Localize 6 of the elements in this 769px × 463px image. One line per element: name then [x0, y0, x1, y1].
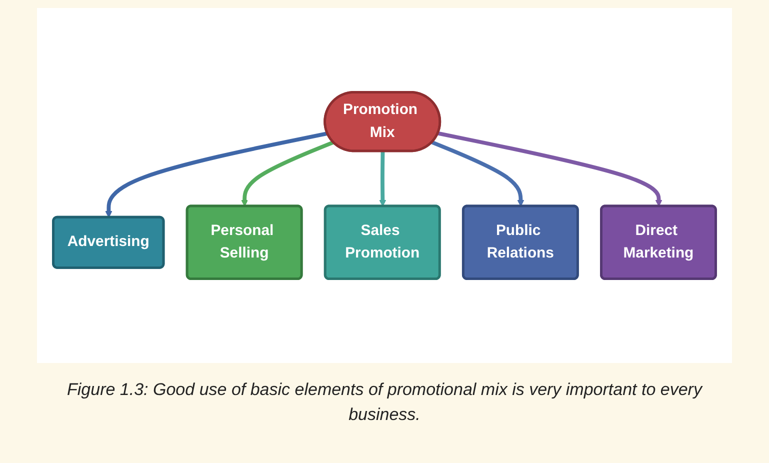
arrow [379, 151, 386, 207]
caption: Figure 1.3: Good use of basic elements of promotional mix is very important to every business. [66, 379, 704, 426]
arrow [438, 131, 662, 207]
arrow [431, 140, 524, 207]
arrow [105, 132, 328, 218]
arrow [241, 140, 334, 207]
